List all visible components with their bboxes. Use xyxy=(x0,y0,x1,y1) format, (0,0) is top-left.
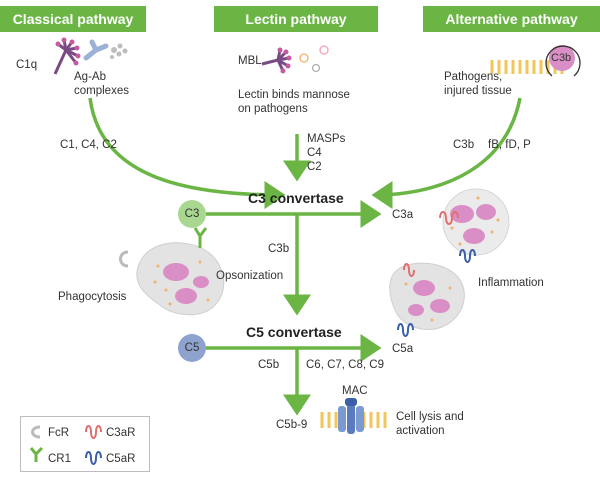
label-c5a: C5a xyxy=(392,343,414,355)
header-alternative-pathway: Alternative pathway xyxy=(423,6,600,32)
label-c1q: C1q xyxy=(16,59,38,71)
label-lectin-c4: C4 xyxy=(307,147,322,159)
legend-c3ar-icon xyxy=(85,425,102,439)
label-classical-factors: C1, C4, C2 xyxy=(60,139,117,151)
c1q-heads xyxy=(55,37,81,66)
label-alt-c3b: C3b xyxy=(453,139,475,151)
antibody-icon xyxy=(83,39,109,61)
mac-complex-icon xyxy=(338,398,364,434)
legend-c5ar-label: C5aR xyxy=(106,453,136,465)
cr1-icon-cell xyxy=(193,227,208,248)
label-c3a: C3a xyxy=(392,209,414,221)
label-mbl: MBL xyxy=(238,55,262,67)
label-lectin-c2: C2 xyxy=(307,161,322,173)
fcr-icon-cell xyxy=(119,250,129,268)
c5ar-icon-cell1 xyxy=(459,249,476,263)
c3-circle: C3 xyxy=(178,200,206,228)
legend-fcr-icon xyxy=(31,425,41,439)
label-lysis-line1: Cell lysis and xyxy=(396,411,464,423)
label-inflammation: Inflammation xyxy=(478,277,544,289)
label-lectin-desc-line1: Lectin binds mannose xyxy=(238,89,350,101)
label-agab-line2: complexes xyxy=(74,85,129,97)
label-opsonization: Opsonization xyxy=(216,270,284,282)
mbl-heads xyxy=(277,47,292,74)
c5-convertase-title: C5 convertase xyxy=(246,324,342,340)
header-classical-pathway: Classical pathway xyxy=(0,6,146,32)
label-phagocytosis: Phagocytosis xyxy=(58,291,127,303)
c3b-badge-shape xyxy=(549,45,575,71)
granulocyte-cell-icon xyxy=(442,188,510,256)
antigen-icon xyxy=(110,43,128,59)
c3ar-icon-cell2 xyxy=(403,263,415,277)
label-masps: MASPs xyxy=(307,133,346,145)
label-c3b-badge: C3b xyxy=(551,52,572,64)
inflammatory-cell-icon xyxy=(389,262,465,330)
label-alt-factors: fB, fD, P xyxy=(488,139,531,151)
label-pathogens-line2: injured tissue xyxy=(444,85,512,97)
legend-cr1-label: CR1 xyxy=(48,453,72,465)
classical-arrow xyxy=(88,97,286,209)
c5ar-icon-cell2 xyxy=(397,323,414,337)
legend-cr1-icon xyxy=(29,446,44,462)
legend-fcr-label: FcR xyxy=(48,427,70,439)
legend-c5ar-icon xyxy=(85,451,102,465)
pathogen-icons xyxy=(299,45,329,73)
label-pathogens-line1: Pathogens, xyxy=(444,71,503,83)
label-c3b: C3b xyxy=(268,243,290,255)
label-lectin-desc-line2: on pathogens xyxy=(238,103,308,115)
label-agab-line1: Ag-Ab xyxy=(74,71,106,83)
legend-c3ar-label: C3aR xyxy=(106,427,136,439)
header-lectin-pathway: Lectin pathway xyxy=(214,6,378,32)
c5-circle: C5 xyxy=(178,334,206,362)
c3ar-icon-cell xyxy=(439,211,459,225)
legend-box xyxy=(20,416,150,472)
label-c5b: C5b xyxy=(258,359,280,371)
phagocyte-cell-icon xyxy=(136,242,225,316)
alternative-arrow xyxy=(371,97,522,209)
label-mac: MAC xyxy=(342,385,368,397)
c3-convertase-title: C3 convertase xyxy=(248,190,344,206)
label-c6-c9: C6, C7, C8, C9 xyxy=(306,359,384,371)
cycle-arrow-icon xyxy=(545,45,581,77)
label-lysis-line2: activation xyxy=(396,425,445,437)
label-c5b9: C5b-9 xyxy=(276,419,308,431)
